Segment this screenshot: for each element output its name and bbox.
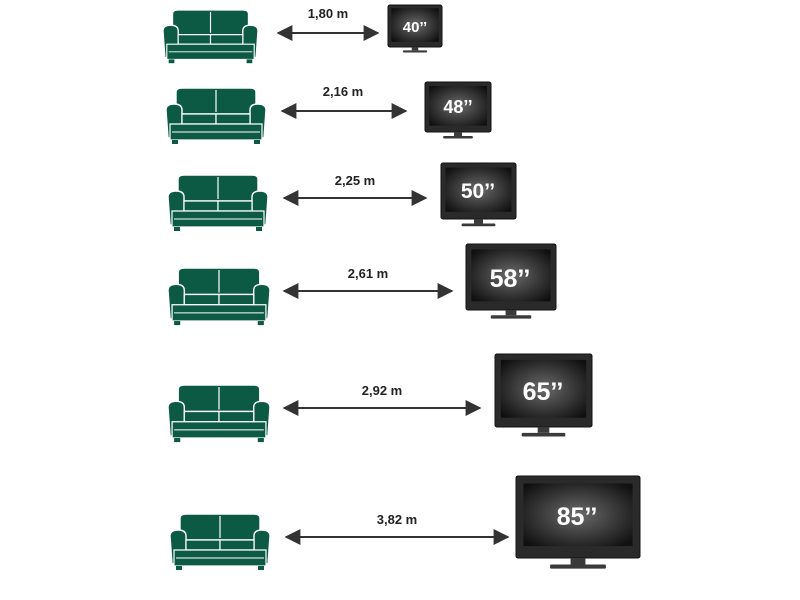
row-5: 2,92 m 65’’ [167,353,593,443]
tv-size-label: 40’’ [403,19,427,36]
distance-label: 2,61 m [348,266,388,281]
distance-label: 2,25 m [335,173,375,188]
tv-size-label: 58’’ [490,265,531,293]
tv-icon [440,162,517,227]
row-6: 3,82 m 85’’ [169,475,641,570]
distance-label: 1,80 m [308,6,348,21]
tv-icon [424,81,492,139]
sofa-icon [169,513,271,570]
sofa-icon [167,174,269,231]
sofa-icon [167,267,271,326]
row-1: 1,80 m 40’’ [162,4,443,64]
sofa-icon [167,384,271,443]
tv-size-label: 48’’ [443,97,472,117]
tv-icon [387,4,443,53]
tv-icon [515,475,641,569]
tv-size-label: 85’’ [557,503,598,531]
row-4: 2,61 m 58’’ [167,243,557,326]
sofa-icon [165,87,267,144]
distance-label: 2,16 m [323,84,363,99]
row-2: 2,16 m 48’’ [165,81,492,144]
tv-size-label: 50’’ [461,180,495,203]
sofa-icon [162,9,259,64]
distance-label: 3,82 m [377,512,417,527]
tv-size-label: 65’’ [523,378,564,406]
row-3: 2,25 m 50’’ [167,162,517,231]
distance-label: 2,92 m [362,383,402,398]
tv-icon [465,243,557,319]
tv-icon [494,353,593,437]
